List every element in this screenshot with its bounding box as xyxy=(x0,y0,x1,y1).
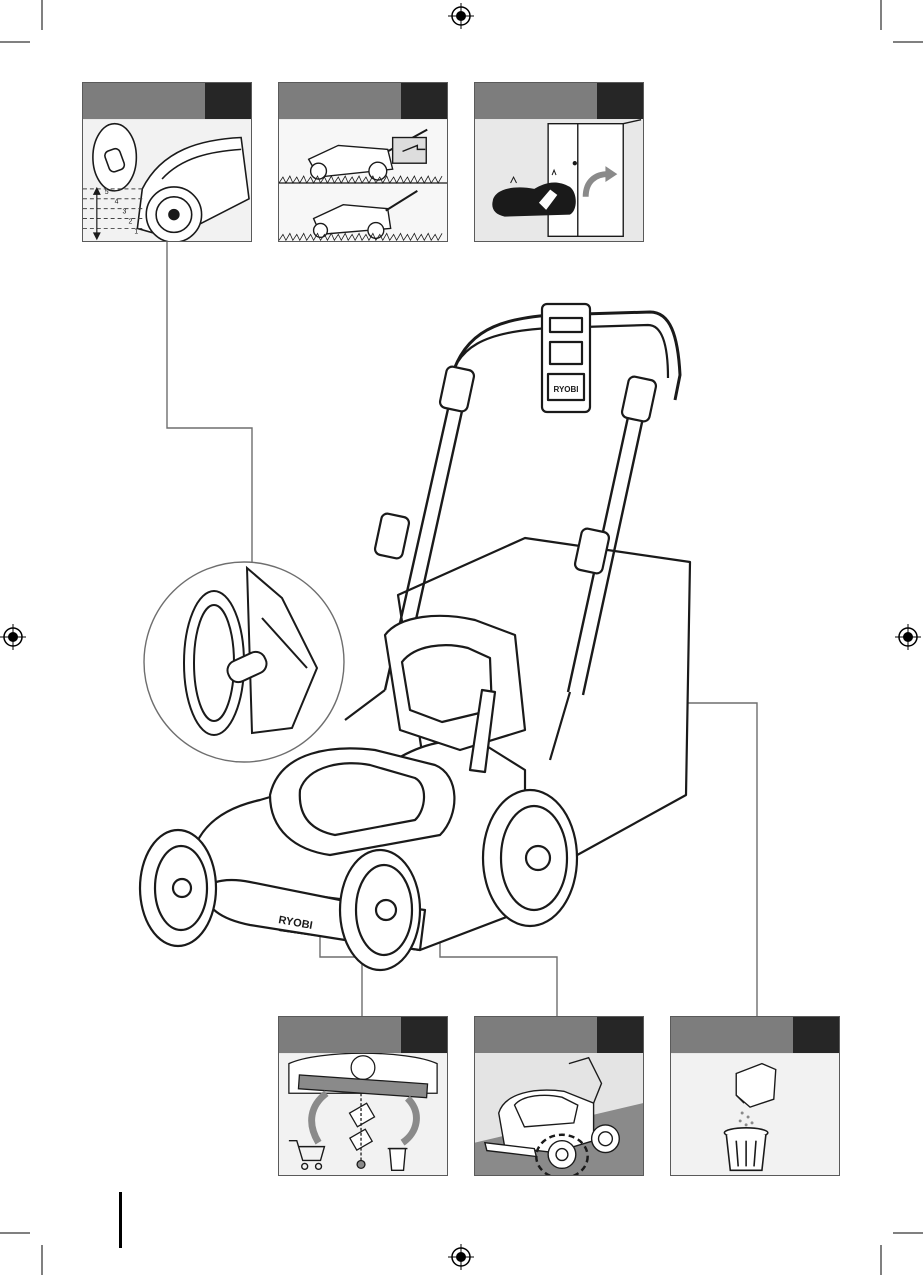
front-wheel-left xyxy=(140,830,216,946)
handle-logo: RYOBI xyxy=(553,385,578,394)
storage-illustration xyxy=(475,119,643,242)
panel-mulch-bag-mode xyxy=(278,82,448,242)
panel-number-box xyxy=(597,1017,643,1053)
panel-number-box xyxy=(401,83,447,119)
blade-replacement-illustration xyxy=(279,1053,447,1176)
panel-number-box xyxy=(205,83,251,119)
front-wheel-right xyxy=(340,850,420,970)
height-lever-detail-magnifier xyxy=(142,558,347,770)
panel-height-adjust: 5 4 3 2 1 xyxy=(82,82,252,242)
height-adjust-illustration: 5 4 3 2 1 xyxy=(83,119,251,242)
panel-number-box xyxy=(597,83,643,119)
panel-wheel-check xyxy=(474,1016,644,1176)
rear-wheel-right xyxy=(483,790,577,926)
panel-storage xyxy=(474,82,644,242)
height-scale-2: 2 xyxy=(128,218,132,225)
panel-blade-replacement xyxy=(278,1016,448,1176)
panel-number-box xyxy=(401,1017,447,1053)
panel-number-box xyxy=(793,1017,839,1053)
height-scale-3: 3 xyxy=(123,209,127,216)
height-scale-1: 1 xyxy=(134,228,138,235)
trash-can-icon xyxy=(724,1128,767,1170)
recycle-bin-icon xyxy=(388,1149,408,1171)
height-scale-4: 4 xyxy=(115,199,119,206)
empty-bag-illustration xyxy=(671,1053,839,1176)
panel-empty-bag xyxy=(670,1016,840,1176)
wheel-check-illustration xyxy=(475,1053,643,1176)
height-scale-5: 5 xyxy=(105,189,109,196)
mulch-bag-illustration xyxy=(279,119,447,242)
